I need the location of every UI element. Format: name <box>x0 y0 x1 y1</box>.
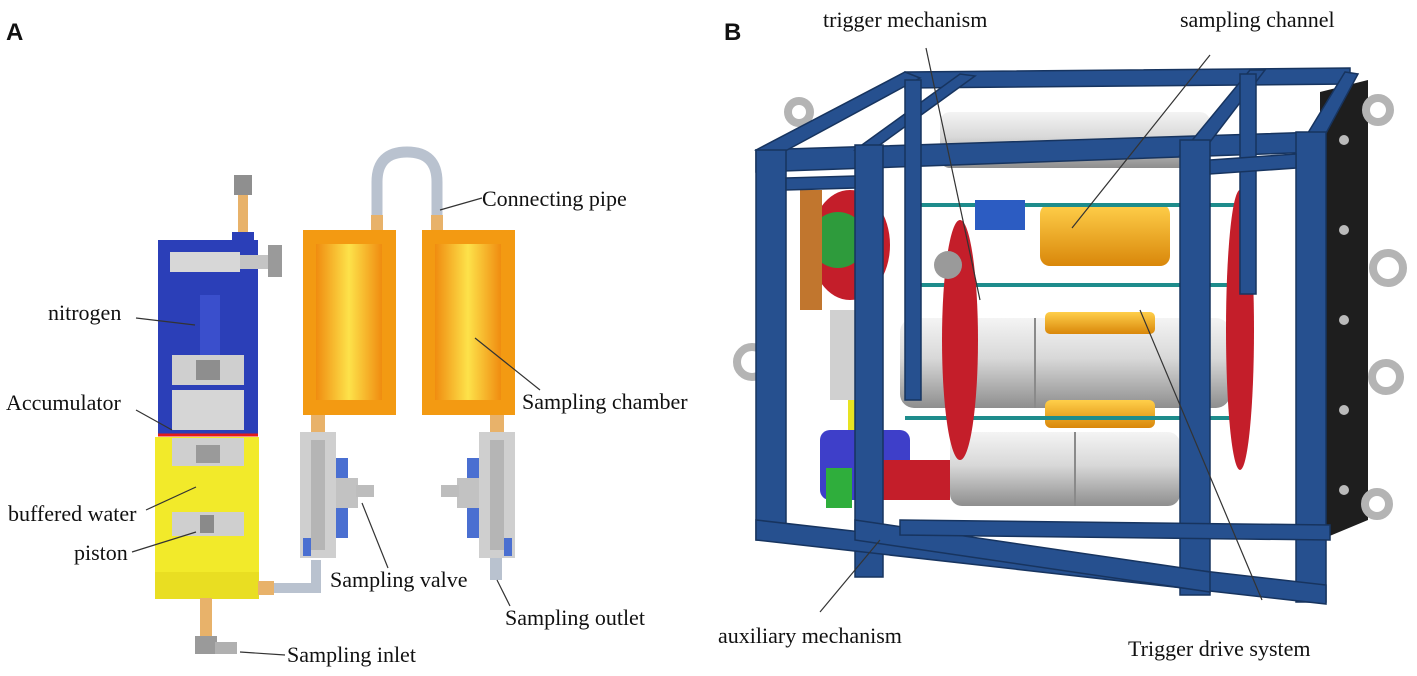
leader-auxiliary-mechanism <box>819 539 881 613</box>
connecting-pipe <box>371 146 443 228</box>
leader-nitrogen <box>135 317 196 326</box>
accumulator-top-fitting <box>232 175 254 242</box>
sampling-valve-right <box>441 415 515 580</box>
label-sampling-chamber: Sampling chamber <box>522 389 688 414</box>
leader-piston <box>131 531 197 553</box>
label-nitrogen: nitrogen <box>48 300 121 325</box>
accumulator-buffer-section <box>155 437 259 599</box>
panel-b: B <box>718 7 1407 661</box>
label-auxiliary-mechanism: auxiliary mechanism <box>718 623 902 648</box>
label-sampling-channel: sampling channel <box>1180 7 1335 32</box>
connecting-pipe-fitting-left <box>371 215 383 233</box>
back-plate <box>1320 80 1368 540</box>
feed-pipe-fitting <box>258 581 274 595</box>
connecting-pipe-fitting-right <box>431 215 443 233</box>
feed-pipe <box>258 560 321 593</box>
leader-trigger-mechanism <box>925 47 981 301</box>
leader-sampling-chamber <box>474 337 541 391</box>
label-piston: piston <box>74 540 128 565</box>
lifting-eyes <box>733 94 1407 520</box>
label-accumulator: Accumulator <box>6 390 122 415</box>
leader-sampling-valve <box>361 502 389 569</box>
sampling-chamber-left <box>303 230 396 415</box>
sampling-outlet-pipe <box>490 558 502 580</box>
label-sampling-valve: Sampling valve <box>330 567 467 592</box>
leader-buffered-water <box>145 486 197 511</box>
label-sampling-inlet: Sampling inlet <box>287 642 416 667</box>
leader-sampling-outlet <box>496 579 511 607</box>
sampling-chamber-right <box>422 230 515 415</box>
leader-sampling-inlet <box>239 651 286 656</box>
blue-frame <box>754 67 1360 605</box>
panel-label-b: B <box>724 19 741 46</box>
sampling-channel-gold <box>1040 204 1170 428</box>
leader-connecting-pipe <box>439 197 483 211</box>
label-connecting-pipe: Connecting pipe <box>482 186 627 211</box>
sampling-cylinder-middle <box>900 318 1230 408</box>
sampling-valve-left <box>300 415 374 558</box>
accumulator-nitrogen-section <box>158 240 282 435</box>
sampling-cylinder-bottom <box>950 432 1180 506</box>
leader-sampling-channel <box>1071 54 1211 229</box>
sampling-inlet-fitting <box>195 598 237 654</box>
leader-accumulator <box>135 409 173 431</box>
leader-trigger-drive-system <box>1139 309 1263 601</box>
label-trigger-drive-system: Trigger drive system <box>1128 636 1311 661</box>
label-trigger-mechanism: trigger mechanism <box>823 7 987 32</box>
panel-label-a: A <box>6 19 23 46</box>
label-sampling-outlet: Sampling outlet <box>505 605 645 630</box>
panel-a: A <box>6 19 688 667</box>
label-buffered-water: buffered water <box>8 501 137 526</box>
